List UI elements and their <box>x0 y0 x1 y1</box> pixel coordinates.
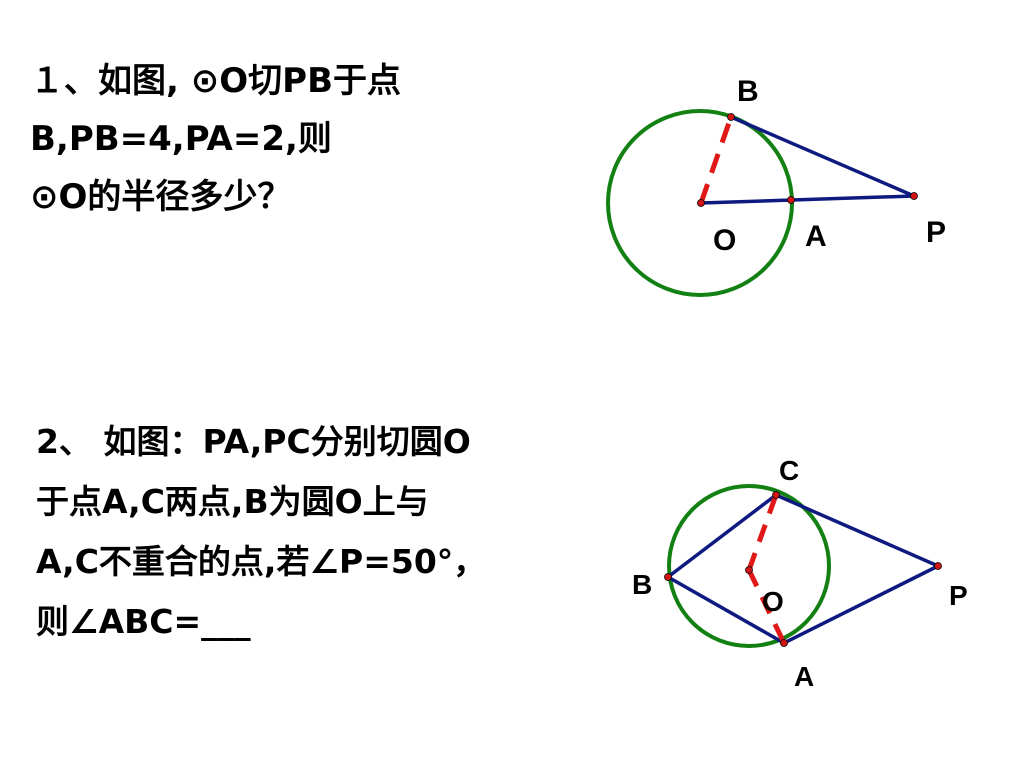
fig2-radius-oc <box>746 494 779 571</box>
fig1-point-b <box>727 113 735 121</box>
problem-1-line-1: １、如图, ⊙O切PB于点 <box>30 61 401 101</box>
problem-1-line-2: B,PB=4,PA=2,则 <box>30 119 332 159</box>
fig2-label-o: O <box>762 586 784 617</box>
figure-1: B O A P <box>606 75 946 297</box>
fig2-label-p: P <box>949 580 968 611</box>
problem-2-line-2: 于点A,C两点,B为圆O上与 <box>36 482 429 521</box>
fig1-point-o <box>697 199 705 207</box>
fig2-point-c <box>772 491 780 499</box>
fig2-point-a <box>780 639 788 647</box>
figure-2: C B O P A <box>632 455 968 692</box>
fig2-chord-bc <box>666 493 778 579</box>
fig2-point-b <box>664 573 672 581</box>
problem-2-text: 2、 如图：PA,PC分别切圆O 于点A,C两点,B为圆O上与 A,C不重合的点… <box>36 412 626 652</box>
fig2-label-a: A <box>794 661 814 692</box>
fig2-tangent-pc <box>775 493 939 568</box>
fig1-point-p <box>910 192 918 200</box>
problem-1-line-3: ⊙O的半径多少？ <box>30 177 292 217</box>
fig1-label-b: B <box>737 75 759 108</box>
fig2-tangent-pa <box>783 564 939 645</box>
fig1-label-p: P <box>926 216 946 249</box>
fig1-label-o: O <box>713 224 736 257</box>
problem-2-line-4: 则∠ABC=___ <box>36 602 251 641</box>
fig2-chord-ba <box>667 575 785 645</box>
fig1-radius-ob <box>698 116 734 204</box>
fig1-tangent-bp <box>730 115 915 198</box>
fig2-circle-o <box>667 484 831 648</box>
problem-1-text: １、如图, ⊙O切PB于点 B,PB=4,PA=2,则 ⊙O的半径多少？ <box>30 52 530 226</box>
fig1-label-a: A <box>805 220 827 253</box>
fig2-point-p <box>934 562 942 570</box>
fig1-line-op <box>700 194 915 205</box>
fig2-point-o <box>745 566 753 574</box>
fig1-point-a <box>787 196 795 204</box>
fig2-label-b: B <box>632 569 652 600</box>
problem-2-line-3: A,C不重合的点,若∠P=50°， <box>36 542 487 581</box>
fig2-radius-oa <box>746 568 787 645</box>
problem-2-line-1: 2、 如图：PA,PC分别切圆O <box>36 422 471 461</box>
fig2-label-c: C <box>779 455 799 486</box>
